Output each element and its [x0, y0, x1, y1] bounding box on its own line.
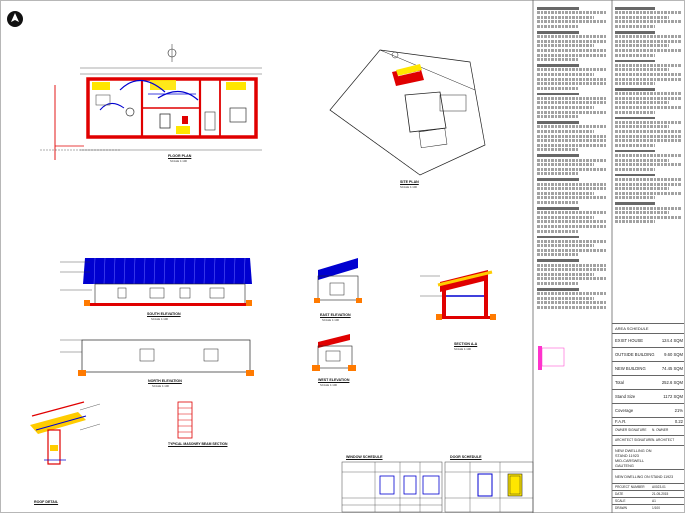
title-block-row: DATE 21-05-2015 [612, 490, 684, 497]
area-schedule-title: AREA SCHEDULE [615, 326, 649, 331]
door-schedule-title: DOOR SCHEDULE [450, 455, 482, 459]
owner-signature-row: OWNER SIGNATURE N. OWNER [612, 425, 684, 435]
east-elevation-drawing [314, 258, 362, 303]
west-elevation-title: WEST ELEVATION [318, 378, 350, 382]
site-plan-drawing [329, 49, 486, 176]
north-arrow-icon [7, 11, 23, 27]
masonry-beam-drawing [177, 401, 193, 439]
title-block-row: PROJECT NUMBER A0023-01 [612, 483, 684, 490]
notes-column-left [537, 4, 607, 311]
east-elevation-title: EAST ELEVATION [320, 313, 351, 317]
south-elevation-scale: SCALE 1:100 [151, 317, 168, 321]
area-row: NEW BUILDING 74.45 SQM [612, 361, 684, 375]
window-schedule-drawing [341, 461, 443, 513]
west-elevation-drawing [312, 334, 356, 371]
area-row: Stand Size 1172 SQM [612, 389, 684, 403]
notes-column-right [615, 4, 681, 225]
north-elevation-title: NORTH ELEVATION [148, 379, 182, 383]
east-elevation-scale: SCALE 1:100 [322, 318, 339, 322]
roof-detail-title: ROOF DETAIL [34, 500, 59, 504]
area-row: F.A.R. 0.22 [612, 417, 684, 425]
architect-signature-row: ARCHITECT SIGNATURE N. ARCHITECT [612, 435, 684, 445]
section-drawing [420, 270, 496, 320]
drawing-title-row: NEW DWELLING ON STAND 11923 [612, 469, 684, 483]
roof-detail-drawing [30, 401, 101, 465]
section-scale: SCALE 1:100 [454, 347, 471, 351]
masonry-title: TYPICAL MASONRY BEAM SECTION [168, 442, 228, 446]
door-schedule-drawing [444, 461, 534, 513]
floor-plan-drawing [40, 44, 262, 160]
area-row: Total 252.6 SQM [612, 375, 684, 389]
project-description: NEW DWELLING ON STAND 11923 MID-CARSWELL… [612, 445, 684, 469]
south-elevation-title: SOUTH ELEVATION [147, 312, 181, 316]
area-schedule-header: AREA SCHEDULE [612, 323, 684, 333]
floor-plan-title: FLOOR PLAN [168, 154, 192, 158]
window-schedule-title: WINDOW SCHEDULE [346, 455, 383, 459]
title-block-row: SCALE A1 [612, 497, 684, 504]
north-elevation-drawing [60, 339, 254, 376]
west-elevation-scale: SCALE 1:100 [320, 383, 337, 387]
site-plan-scale: SCALE 1:100 [400, 185, 417, 189]
area-row: EXIST HOUSE 124.4 SQM [612, 333, 684, 347]
area-row: Coverage 21% [612, 403, 684, 417]
north-elevation-scale: SCALE 1:100 [152, 384, 169, 388]
site-plan-title: SITE PLAN [400, 180, 419, 184]
floor-plan-scale: SCALE 1:100 [170, 159, 187, 163]
section-title: SECTION A-A [454, 342, 478, 346]
area-row: OUTSIDE BUILDING 9.60 SQM [612, 347, 684, 361]
title-block-row: DRAWN 1/100 [612, 504, 684, 512]
south-elevation-drawing [60, 257, 252, 306]
